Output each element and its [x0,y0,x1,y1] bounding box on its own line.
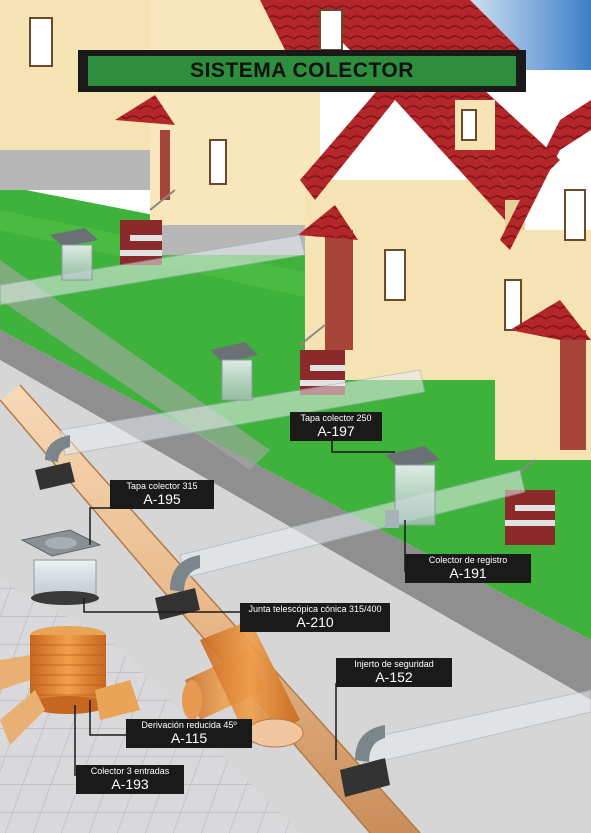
label-colector-de-registro: Colector de registro A-191 [405,554,531,583]
label-name: Colector de registro [409,556,527,565]
label-code: A-152 [340,670,448,684]
label-name: Tapa colector 315 [114,482,210,491]
label-junta-telescopica: Junta telescópica cónica 315/400 A-210 [240,603,390,632]
label-name: Tapa colector 250 [294,414,378,423]
title-plate: SISTEMA COLECTOR [88,56,516,86]
label-code: A-197 [294,424,378,438]
title-banner: SISTEMA COLECTOR [78,50,526,92]
label-tapa-colector-250: Tapa colector 250 A-197 [290,412,382,441]
label-code: A-210 [244,615,386,629]
label-tapa-colector-315: Tapa colector 315 A-195 [110,480,214,509]
label-code: A-195 [114,492,210,506]
label-name: Junta telescópica cónica 315/400 [244,605,386,614]
label-name: Derivación reducida 45º [130,721,248,730]
label-colector-3-entradas: Colector 3 entradas A-193 [76,765,184,794]
label-code: A-193 [80,777,180,791]
label-code: A-191 [409,566,527,580]
label-code: A-115 [130,731,248,745]
label-name: Colector 3 entradas [80,767,180,776]
chamber-lid-315 [22,530,100,605]
label-derivacion-reducida: Derivación reducida 45º A-115 [126,719,252,748]
label-name: Injerto de seguridad [340,660,448,669]
page-title: SISTEMA COLECTOR [190,59,414,83]
label-injerto-de-seguridad: Injerto de seguridad A-152 [336,658,452,687]
